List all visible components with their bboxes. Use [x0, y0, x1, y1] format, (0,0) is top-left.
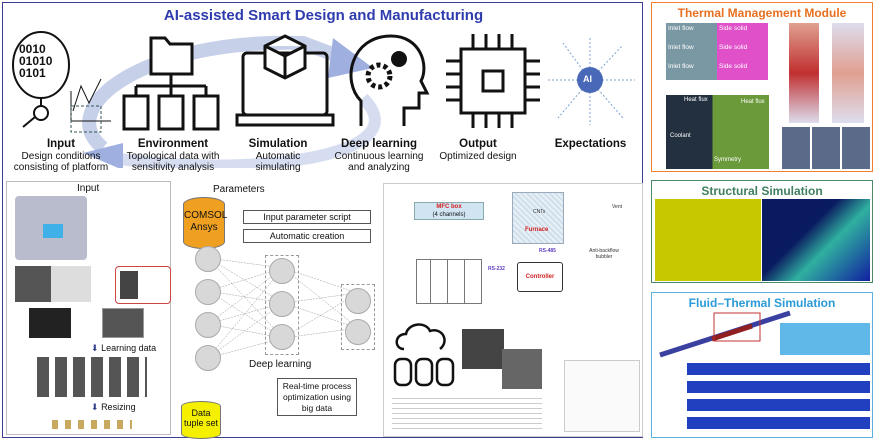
result-plot-image — [564, 360, 640, 432]
serpentine-channel-result — [832, 23, 864, 123]
output-layer-box — [341, 284, 375, 350]
step-expectations: Expectations — [543, 138, 638, 151]
nn-node — [195, 312, 221, 338]
fluid-thermal-panel: Fluid–Thermal Simulation — [651, 292, 873, 438]
learning-data-label: ⬇ Learning data — [91, 343, 157, 353]
ai-design-panel: AI-assisted Smart Design and Manufacturi… — [2, 2, 643, 439]
controller-laptop: Controller — [517, 262, 563, 292]
bubbler-label: Anti-backflow bubbler — [589, 248, 619, 260]
binary-line: 0101 — [19, 66, 46, 80]
hidden-layer-box — [265, 255, 299, 355]
step-desc: Automatic simulating — [255, 151, 301, 173]
chip-icon — [446, 34, 540, 128]
parameters-label: Parameters — [213, 184, 265, 195]
structural-simulation-panel: Structural Simulation — [651, 180, 873, 283]
realtime-optimization-box: Real-time process optimization using big… — [277, 378, 357, 416]
gas-cylinders — [416, 259, 482, 304]
step-desc: Optimized design — [439, 151, 517, 162]
input-icon: 0010 01010 0101 — [11, 31, 121, 141]
cvd-system-panel: MFC box(4 channels) Furnace CNTs Vent An… — [383, 183, 643, 437]
zoomed-flow-image — [780, 323, 870, 355]
fluid-title: Fluid–Thermal Simulation — [688, 296, 836, 310]
step-title: Environment — [137, 138, 209, 150]
folder-tree-icon — [122, 36, 220, 131]
device-image — [15, 196, 87, 260]
head-gears-icon — [349, 34, 430, 126]
coolant-mesh-image: Heat flux Heat flux Coolant Symmetry — [666, 95, 769, 169]
deep-learning-label: Deep learning — [249, 359, 312, 370]
spiral-channel-result — [789, 23, 819, 123]
sem-cnt-image — [462, 329, 504, 369]
step-title: Deep learning — [340, 138, 418, 150]
resizing-label: ⬇ Resizing — [91, 402, 136, 412]
data-table-image — [392, 394, 542, 430]
rs232-label: RS-232 — [488, 266, 505, 272]
processed-image — [102, 308, 144, 338]
structural-model-image — [655, 199, 761, 281]
cloud-database-icon — [393, 323, 455, 387]
step-title: Simulation — [248, 138, 308, 150]
nn-node — [345, 319, 371, 345]
thermal-title: Thermal Management Module — [677, 6, 847, 20]
automatic-creation-box: Automatic creation — [243, 229, 371, 243]
channel-variants — [782, 127, 870, 169]
nn-node — [345, 288, 371, 314]
resized-tiles — [52, 420, 132, 429]
ai-label: AI — [583, 74, 592, 84]
nn-node — [269, 258, 295, 284]
step-title: Output — [459, 138, 497, 150]
input-parameter-script-box: Input parameter script — [243, 210, 371, 224]
input-data-panel: Input ⬇ Learning data ⬇ Resizing — [6, 181, 171, 435]
nn-node — [269, 324, 295, 350]
nn-node — [195, 279, 221, 305]
ai-network-icon: AI — [543, 33, 638, 128]
input-label: Input — [77, 183, 100, 194]
rs485-label: RS-485 — [539, 248, 556, 254]
learning-tiles — [37, 357, 147, 397]
step-title: Input — [46, 138, 76, 150]
step-desc: Topological data with sensitivity analys… — [126, 151, 220, 173]
step-desc: Continuous learning and analyzing — [334, 151, 424, 173]
step-desc: Design conditions consisting of platform — [13, 151, 109, 173]
main-title: AI-assisted Smart Design and Manufacturi… — [163, 7, 484, 24]
binary-line: 0010 — [19, 42, 46, 56]
nn-node — [269, 291, 295, 317]
binary-line: 01010 — [19, 54, 53, 68]
pipe-model-image — [659, 310, 791, 358]
laptop-cube-icon — [235, 34, 335, 127]
flow-field-results — [687, 363, 870, 435]
sem-cnt-closeup-image — [502, 349, 542, 389]
feature-image — [115, 266, 171, 304]
furnace: Furnace CNTs — [512, 192, 564, 244]
cycle-arrow-icon — [82, 35, 381, 168]
structural-title: Structural Simulation — [701, 184, 823, 198]
step-title: Expectations — [554, 138, 627, 150]
mfc-box: MFC box(4 channels) — [414, 202, 484, 220]
neural-network-edges — [207, 257, 359, 359]
nn-node — [195, 345, 221, 371]
stress-result-image — [762, 199, 870, 281]
raw-image — [29, 308, 71, 338]
nn-node — [195, 246, 221, 272]
vent-label: Vent — [612, 204, 623, 210]
sem-image-query — [51, 266, 91, 302]
